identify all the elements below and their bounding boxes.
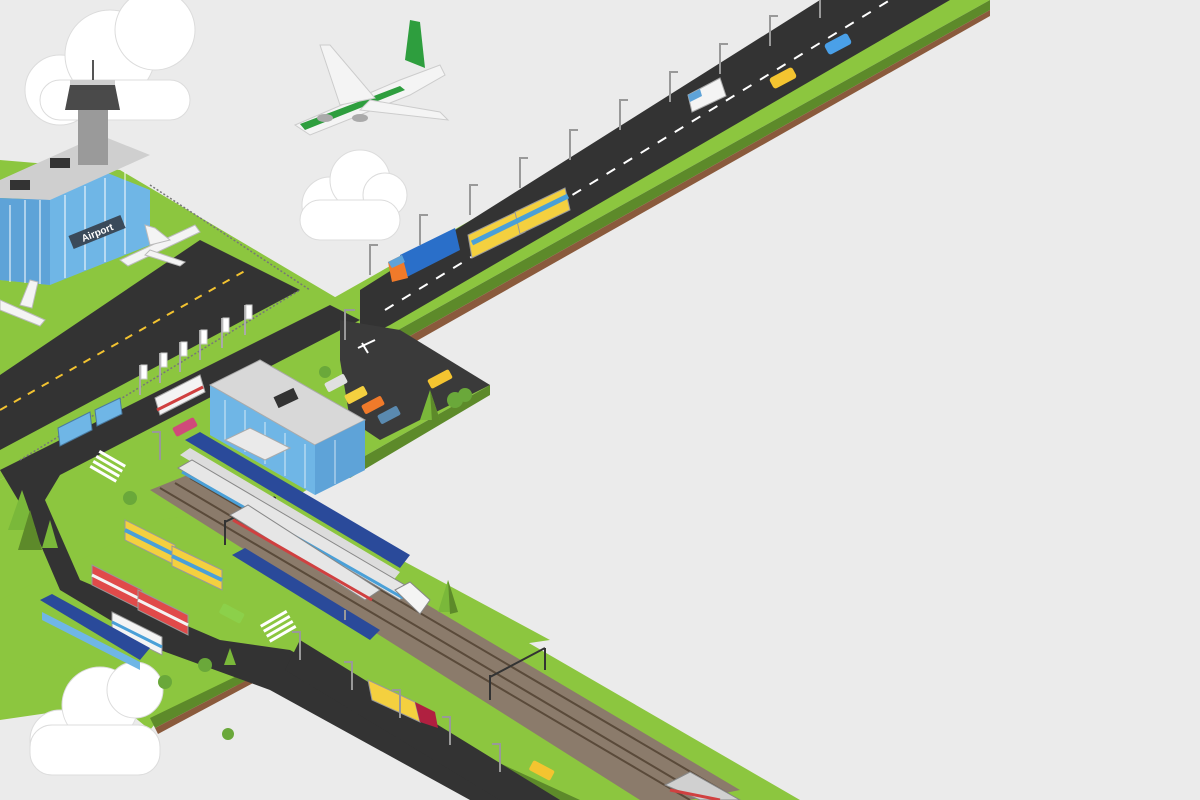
cloud-bottom-left xyxy=(29,661,164,776)
blue-truck xyxy=(388,228,460,282)
yellow-bus-2 xyxy=(171,545,223,591)
parking-cars xyxy=(172,369,453,624)
train-lower xyxy=(229,504,381,602)
yellow-car-lower xyxy=(529,760,555,781)
yellow-car xyxy=(769,67,797,89)
highway-vehicles xyxy=(388,33,852,282)
hub-bus xyxy=(154,374,206,416)
airplane-flying xyxy=(293,20,450,136)
bushes xyxy=(123,366,472,740)
white-van xyxy=(687,77,727,113)
airplane-parked xyxy=(119,224,201,267)
runway-flags xyxy=(139,305,246,395)
trees xyxy=(8,390,458,665)
blue-car xyxy=(824,33,852,55)
office-building xyxy=(208,359,367,495)
parking-lot xyxy=(340,320,490,440)
white-bus xyxy=(111,611,163,656)
bus-shelters xyxy=(57,397,123,447)
train-far xyxy=(663,771,742,800)
wrench-icon xyxy=(357,339,376,354)
crosswalk-top xyxy=(89,450,126,483)
roads xyxy=(0,0,950,800)
red-bus-2 xyxy=(137,589,189,636)
runway xyxy=(0,240,300,450)
yellow-bus-articulated xyxy=(467,187,571,259)
airplane-partial xyxy=(0,279,46,327)
hub-road xyxy=(0,305,560,800)
cloud-middle xyxy=(299,149,408,241)
airport-terminal: Airport xyxy=(0,60,150,285)
street-lamps xyxy=(344,0,821,340)
depot-shelter xyxy=(40,594,150,660)
crosswalk-bottom xyxy=(259,610,297,643)
train-platforms xyxy=(180,432,410,640)
highway-road xyxy=(360,0,950,340)
bus-depot xyxy=(40,519,223,670)
control-tower xyxy=(65,60,120,165)
